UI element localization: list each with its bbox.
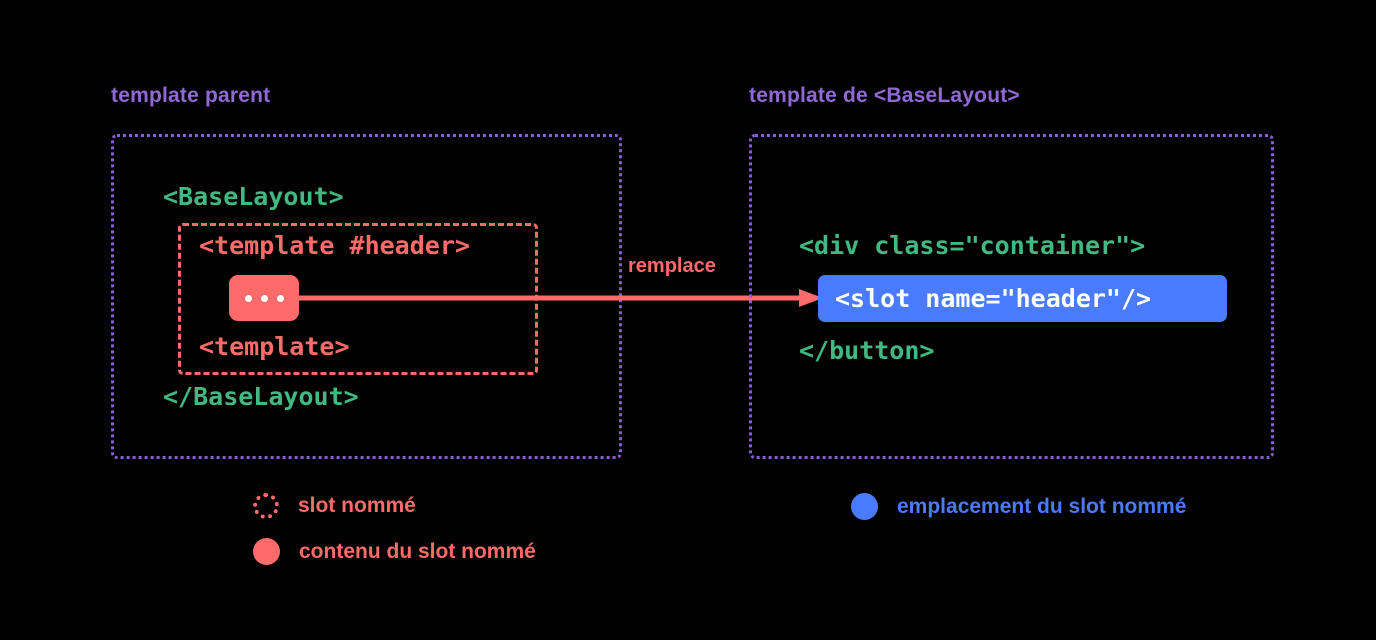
code-slot-placeholder-tag: <slot name="header"/> bbox=[835, 284, 1152, 313]
legend-item-named-slot: slot nommé bbox=[253, 493, 416, 519]
legend-item-slot-outlet: emplacement du slot nommé bbox=[851, 493, 1186, 520]
code-template-close-tag: <template> bbox=[199, 332, 350, 361]
ellipsis-dot-icon bbox=[276, 294, 284, 302]
named-slot-outlet-box: <slot name="header"/> bbox=[818, 275, 1227, 322]
named-slot-content-pill bbox=[229, 275, 299, 321]
legend-label-named-slot: slot nommé bbox=[298, 494, 416, 517]
arrow-label-remplace: remplace bbox=[628, 255, 716, 277]
dashed-circle-icon bbox=[253, 493, 279, 519]
left-panel-title: template parent bbox=[111, 84, 271, 107]
code-baselayout-close-tag: </BaseLayout> bbox=[163, 382, 359, 411]
legend-item-slot-content: contenu du slot nommé bbox=[253, 538, 536, 565]
filled-circle-icon bbox=[253, 538, 280, 565]
legend-label-slot-content: contenu du slot nommé bbox=[299, 539, 536, 563]
legend-label-slot-outlet: emplacement du slot nommé bbox=[897, 494, 1187, 518]
filled-circle-icon bbox=[851, 493, 878, 520]
baselayout-template-panel bbox=[749, 134, 1274, 459]
code-template-header-tag: <template #header> bbox=[199, 231, 470, 260]
right-panel-title: template de <BaseLayout> bbox=[749, 84, 1020, 107]
code-button-close-tag: </button> bbox=[799, 336, 935, 365]
code-baselayout-open-tag: <BaseLayout> bbox=[163, 182, 344, 211]
ellipsis-dot-icon bbox=[260, 294, 268, 302]
code-div-container-tag: <div class="container"> bbox=[799, 231, 1146, 260]
ellipsis-dot-icon bbox=[244, 294, 252, 302]
